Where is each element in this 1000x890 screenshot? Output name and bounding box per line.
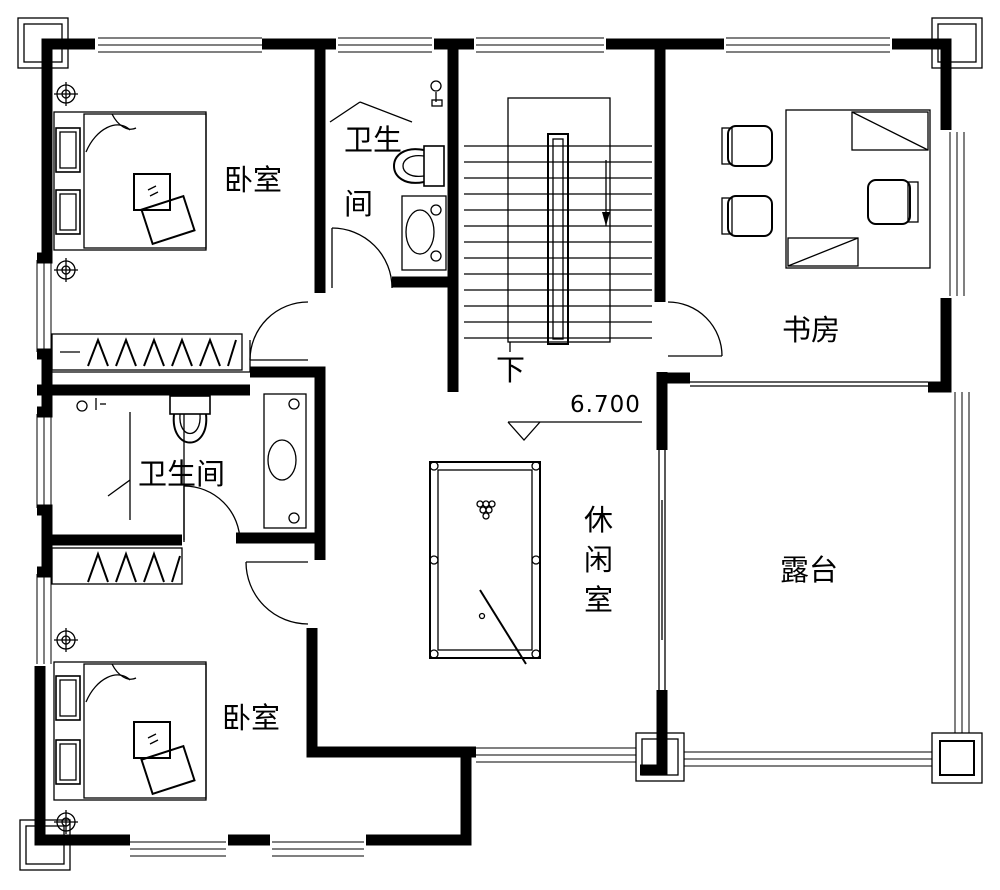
corner-column-terrace-right [931,732,983,784]
windows [36,37,970,857]
room-label-bathroom-left: 卫生间 [138,457,225,491]
elevation-marker [507,421,642,441]
room-label-bedroom-bottom: 卧室 [222,701,280,735]
billiard-table [429,461,541,665]
room-label-lounge-char3: 室 [584,583,613,617]
wardrobe-top [51,333,243,371]
doors [107,101,723,625]
walls [34,38,952,846]
staircase [464,97,652,352]
bed-bottom [53,628,207,834]
room-label-study: 书房 [782,313,840,347]
elevation-label: 6.700 [570,392,641,418]
study-furniture [721,109,931,269]
room-label-bathroom-top-line1: 卫生 [344,123,402,157]
room-label-terrace: 露台 [780,553,838,587]
bathroom-left-fixtures [76,393,307,529]
partitions [50,340,928,690]
wardrobe-bottom [51,547,183,585]
bathroom-top-fixtures [393,80,447,271]
room-label-lounge-char1: 休 [584,503,613,537]
room-label-lounge-char2: 闲 [584,543,613,577]
bed-top [53,82,207,282]
room-label-bedroom-top: 卧室 [224,163,282,197]
room-label-bathroom-top-line2: 间 [344,187,373,221]
stair-direction-label: 下 [496,353,525,387]
